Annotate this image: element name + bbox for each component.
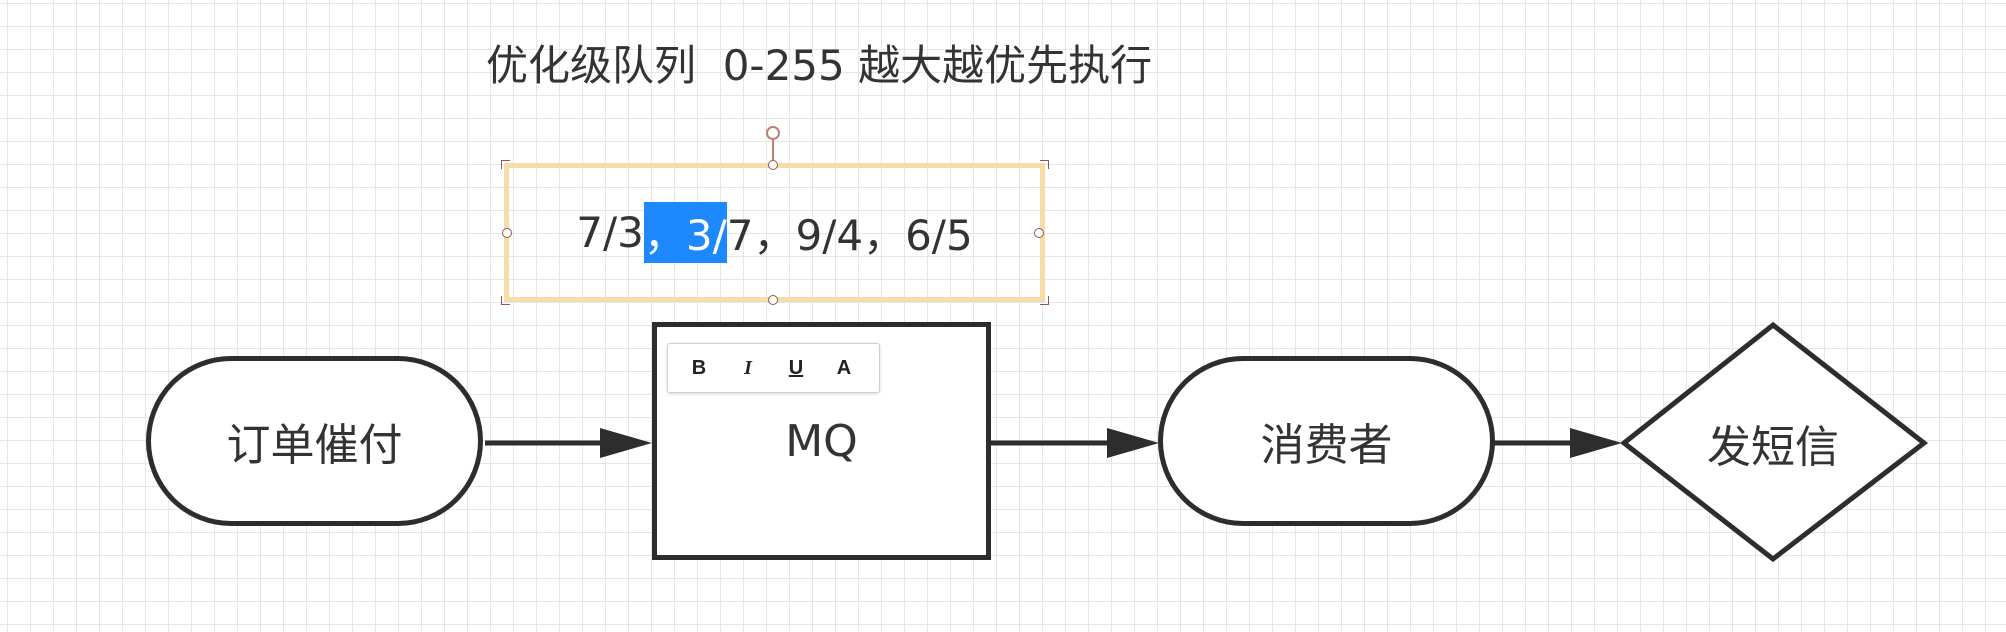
resize-handle-bottom-left[interactable] (501, 296, 510, 305)
textbox-text-before: 7/3 (576, 208, 644, 257)
connector-mq-to-consumer[interactable] (990, 428, 1159, 458)
connector-order-to-mq[interactable] (485, 428, 652, 458)
node-sms-label: 发短信 (1707, 422, 1839, 473)
node-consumer[interactable]: 消费者 (1158, 356, 1495, 526)
node-mq-label: MQ (785, 415, 858, 467)
arrowhead-icon (600, 428, 652, 458)
resize-handle-top-left[interactable] (501, 160, 510, 169)
underline-button[interactable]: U (788, 356, 804, 379)
arrowhead-icon (1107, 428, 1159, 458)
bold-button[interactable]: B (691, 356, 707, 379)
rotation-stem (772, 140, 774, 163)
node-order-reminder[interactable]: 订单催付 (146, 356, 483, 526)
connector-consumer-to-sms[interactable] (1494, 428, 1622, 458)
node-order-reminder-label: 订单催付 (226, 420, 403, 471)
arrowhead-icon (1570, 428, 1622, 458)
textbox-text-after: 7，9/4，6/5 (726, 211, 973, 260)
resize-handle-top[interactable] (768, 160, 778, 170)
sms-decision-diamond[interactable] (1619, 321, 1929, 563)
rotation-handle[interactable] (766, 126, 780, 140)
resize-handle-bottom-right[interactable] (1040, 296, 1049, 305)
selected-textbox[interactable]: 7/3，3/7，9/4，6/5 (504, 163, 1045, 302)
textbox-text-highlight: ，3/ (643, 202, 727, 263)
node-consumer-label: 消费者 (1260, 420, 1393, 471)
resize-handle-bottom[interactable] (768, 295, 778, 305)
resize-handle-top-right[interactable] (1040, 160, 1049, 169)
italic-button[interactable]: I (744, 356, 752, 379)
resize-handle-left[interactable] (502, 228, 512, 238)
text-format-toolbar: B I U A (667, 343, 880, 393)
resize-handle-right[interactable] (1034, 228, 1044, 238)
annotation-text[interactable]: 优化级队列 0-255 越大越优先执行 (486, 41, 1153, 90)
font-color-button[interactable]: A (836, 356, 852, 379)
